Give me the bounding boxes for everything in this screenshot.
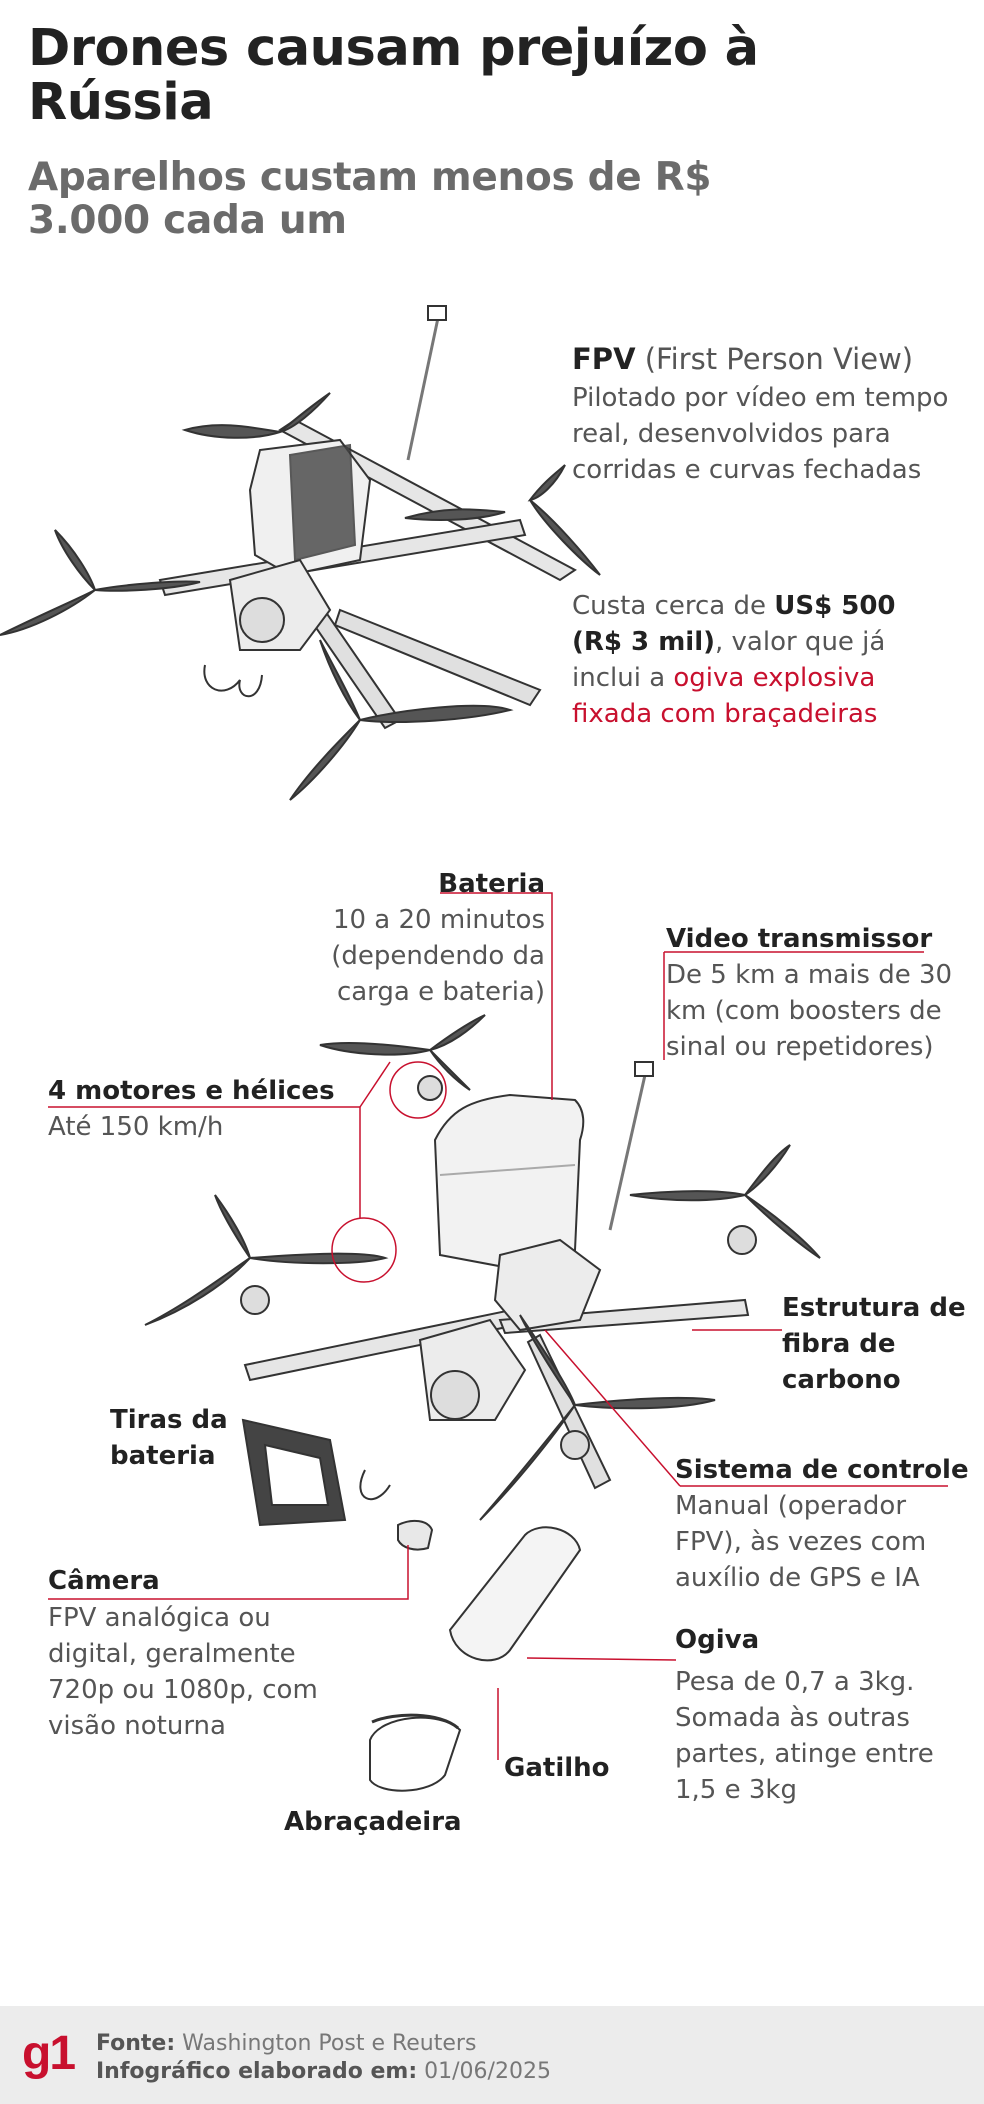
page-title: Drones causam prejuízo à Rússia <box>28 19 759 132</box>
footer-source-value: Washington Post e Reuters <box>175 2031 477 2056</box>
desc-sistema-controle: Manual (operador FPV), às vezes com auxí… <box>675 1491 927 1593</box>
label-gatilho: Gatilho <box>504 1753 610 1783</box>
fpv-drone-illustration <box>0 305 601 801</box>
label-motores: 4 motores e hélices <box>48 1076 335 1106</box>
footer-date: Infográfico elaborado em: 01/06/2025 <box>96 2058 696 2086</box>
desc-bateria: 10 a 20 minutos (dependendo da carga e b… <box>331 905 545 1007</box>
fpv-heading: FPV (First Person View) <box>572 340 972 378</box>
label-abracadeira: Abraçadeira <box>284 1807 462 1837</box>
fpv-heading-rest: (First Person View) <box>635 342 914 376</box>
footer-source: Fonte: Washington Post e Reuters <box>96 2030 696 2058</box>
g1-logo: g1 <box>22 2027 76 2080</box>
fpv-cost-mid: , valor que já inclui a <box>572 627 886 693</box>
footer <box>0 2006 984 2104</box>
label-estrutura: Estrutura de fibra de carbono <box>782 1293 966 1395</box>
footer-source-label: Fonte: <box>96 2031 176 2056</box>
fpv-cost-red: ogiva explosiva fixada com braçadeiras <box>572 663 878 729</box>
leader-lines <box>48 892 948 1661</box>
exploded-drone-illustration <box>144 1014 821 1792</box>
footer-date-label: Infográfico elaborado em: <box>96 2059 418 2084</box>
label-tiras: Tiras da bateria <box>110 1405 228 1471</box>
label-sistema-controle: Sistema de controle <box>675 1455 969 1485</box>
desc-ogiva: Pesa de 0,7 a 3kg. Somada às outras part… <box>675 1667 934 1805</box>
desc-motores: Até 150 km/h <box>48 1112 224 1142</box>
footer-date-value: 01/06/2025 <box>417 2059 551 2084</box>
label-ogiva: Ogiva <box>675 1625 760 1655</box>
label-camera: Câmera <box>48 1566 160 1596</box>
fpv-cost: Custa cerca de US$ 500 (R$ 3 mil), valor… <box>572 588 912 732</box>
label-bateria: Bateria <box>438 869 545 899</box>
fpv-cost-bold: US$ 500 (R$ 3 mil) <box>572 591 896 657</box>
page-subtitle: Aparelhos custam menos de R$ 3.000 cada … <box>28 155 712 243</box>
fpv-heading-bold: FPV <box>572 342 636 376</box>
fpv-description: Pilotado por vídeo em tempo real, desenv… <box>572 383 949 485</box>
desc-video-transmissor: De 5 km a mais de 30 km (com boosters de… <box>666 960 953 1062</box>
fpv-cost-pre: Custa cerca de <box>572 591 775 621</box>
label-video-transmissor: Video transmissor <box>666 924 933 954</box>
desc-camera: FPV analógica ou digital, geralmente 720… <box>48 1603 318 1741</box>
